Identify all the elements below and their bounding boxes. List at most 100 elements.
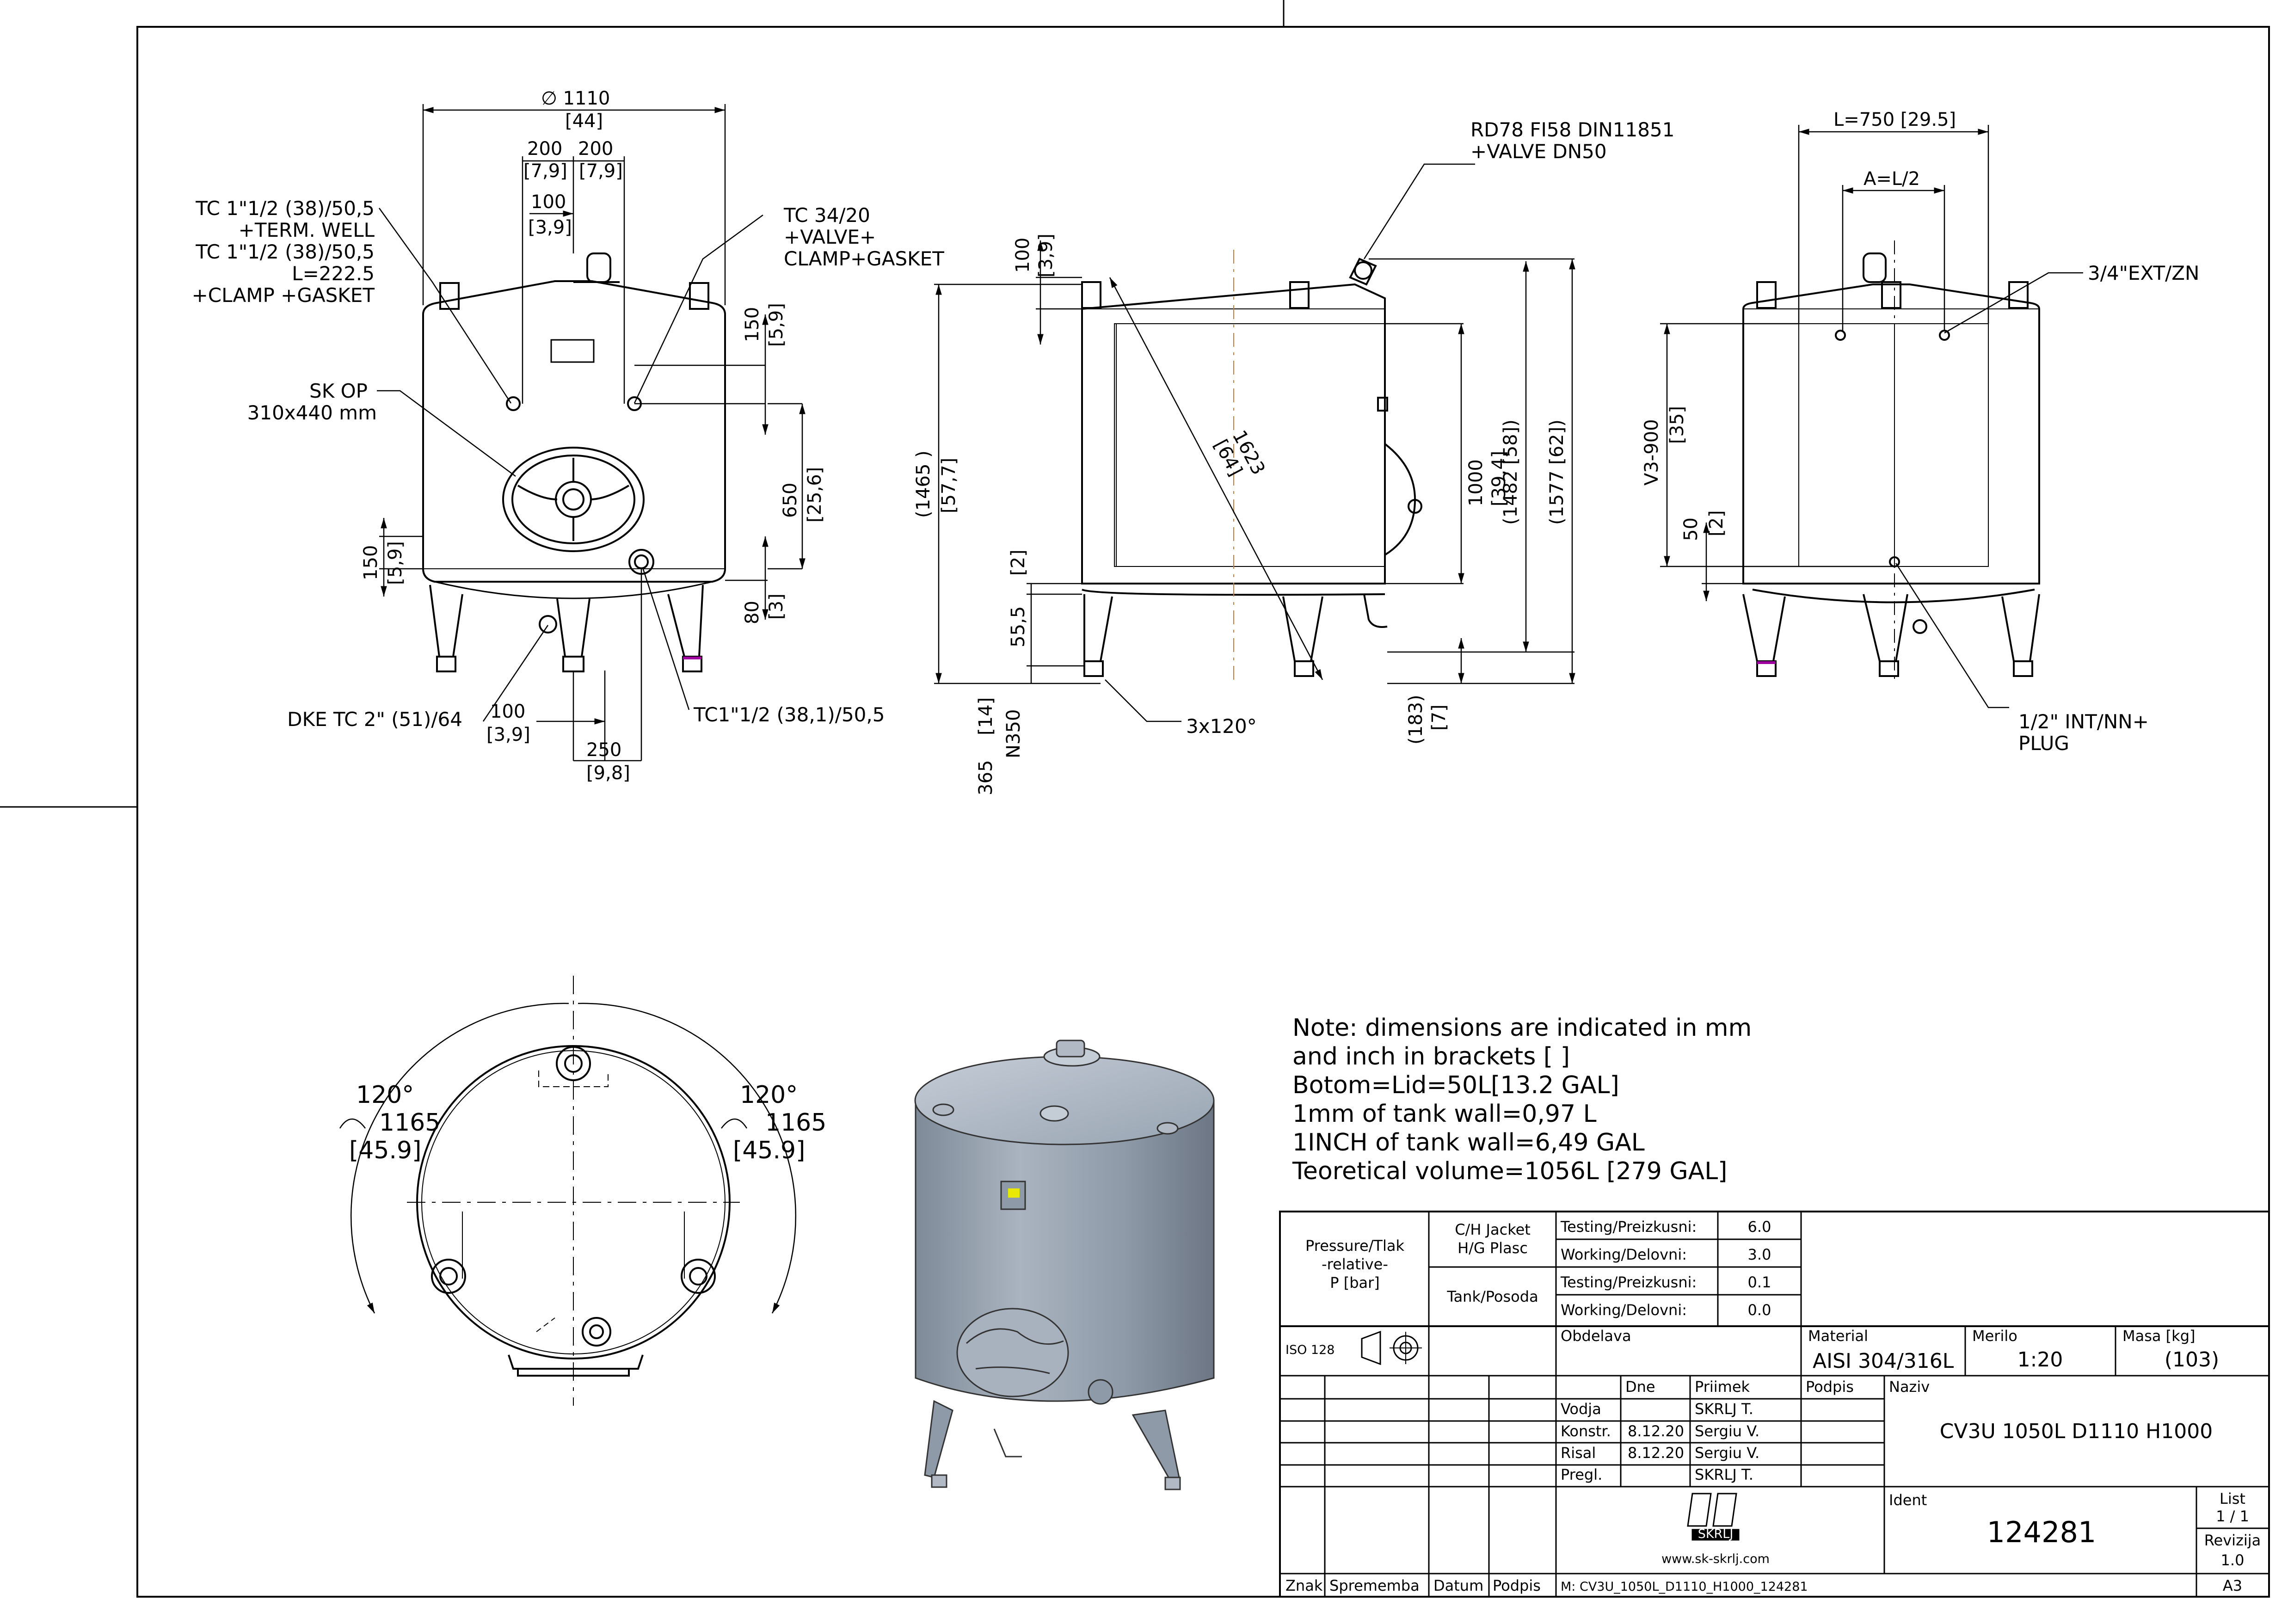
masa-value: (103): [2165, 1348, 2219, 1372]
svg-text:L=222.5: L=222.5: [292, 262, 375, 285]
material-label: Material: [1808, 1327, 1868, 1345]
dim-diameter-inch: [44]: [565, 111, 603, 132]
callout-plug-int: 1/2" INT/NN+: [2018, 710, 2149, 733]
merilo-label: Merilo: [1972, 1327, 2017, 1345]
top-view: [339, 976, 796, 1406]
material-value: AISI 304/316L: [1813, 1349, 1954, 1373]
svg-text:Botom=Lid=50L[13.2 GAL]: Botom=Lid=50L[13.2 GAL]: [1292, 1071, 1619, 1099]
dim-v3-900-inch: [35]: [1667, 406, 1688, 444]
row-working-tank: Working/Delovni:: [1561, 1301, 1687, 1319]
dim-200-right: 200: [578, 138, 613, 160]
dim-200-left-inch: [7,9]: [523, 160, 567, 182]
dim-650-inch: [25,6]: [804, 467, 825, 523]
dim-1000-inch: [39,4]: [1488, 451, 1510, 506]
callout-3x120: 3x120°: [1186, 715, 1257, 738]
callout-plug: PLUG: [2018, 732, 2069, 755]
footer-sprememba: Sprememba: [1329, 1577, 1420, 1594]
angle-120-right: 120°: [740, 1081, 798, 1109]
list-value: 1 / 1: [2216, 1507, 2249, 1525]
callout-valve-dn50: +VALVE DN50: [1470, 140, 1607, 163]
sign-date-konstr: 8.12.20: [1628, 1422, 1684, 1440]
sheet-frame: [0, 0, 2270, 1598]
sign-role-pregl: Pregl.: [1561, 1466, 1602, 1483]
dim-1000: 1000: [1465, 459, 1487, 506]
svg-text:+TERM. WELL: +TERM. WELL: [239, 219, 375, 241]
svg-text:1mm of tank wall=0,97 L: 1mm of tank wall=0,97 L: [1292, 1100, 1597, 1128]
naziv-label: Naziv: [1889, 1378, 1930, 1396]
sign-role-vodja: Vodja: [1561, 1400, 1601, 1418]
dim-150-left-inch: [5,9]: [385, 541, 406, 585]
dim-1482: (1482 [58]): [1500, 419, 1521, 525]
dim-100-top: 100: [531, 191, 566, 213]
pressure-label: Pressure/Tlak: [1305, 1237, 1404, 1255]
website-link[interactable]: www.sk-skrlj.com: [1661, 1552, 1770, 1566]
tank-label: Tank/Posoda: [1446, 1288, 1538, 1305]
revizija-value: 1.0: [2221, 1551, 2245, 1569]
svg-text:310x440 mm: 310x440 mm: [247, 401, 377, 424]
dim-50: 50: [1680, 517, 1702, 541]
footer-podpis: Podpis: [1493, 1577, 1541, 1594]
callout-tc-34: TC 34/20 +VALVE+ CLAMP+GASKET: [783, 204, 944, 270]
svg-text:and inch in brackets [ ]: and inch in brackets [ ]: [1292, 1043, 1570, 1070]
dim-l-750: L=750 [29.5]: [1833, 109, 1956, 130]
col-podpis: Podpis: [1806, 1378, 1854, 1396]
right-view: [1742, 240, 2040, 684]
revizija-label: Revizija: [2204, 1532, 2261, 1549]
dim-50-inch: [2]: [1706, 510, 1727, 536]
footer-znak: Znak: [1285, 1577, 1323, 1594]
dim-150-left: 150: [360, 545, 381, 580]
right-tank-body: [1742, 283, 2040, 584]
iso-projection-icon: [1361, 1330, 1422, 1366]
dim-1577: (1577 [62]): [1546, 419, 1568, 525]
manway-icon: [502, 447, 645, 552]
front-view: [422, 252, 726, 672]
svg-text:CLAMP+GASKET: CLAMP+GASKET: [784, 247, 944, 270]
pressure-unit: P [bar]: [1330, 1274, 1380, 1292]
right-dim-text: L=750 [29.5] A=L/2 V3-900 [35] 50 [2] 3/…: [1641, 109, 2199, 755]
jacket-label: C/H Jacket: [1455, 1221, 1531, 1238]
dim-150-right: 150: [742, 307, 763, 342]
dim-1165-right-inch: [45.9]: [733, 1137, 805, 1164]
ident-value: 124281: [1987, 1515, 2097, 1549]
nameplate-icon: [1008, 1188, 1020, 1198]
callout-sk-op: SK OP 310x440 mm: [247, 380, 377, 424]
title-block: [1279, 1211, 2270, 1598]
top-dim-text: 120° 1165 [45.9] 120° 1165 [45.9]: [349, 1081, 826, 1164]
callout-dke: DKE TC 2" (51)/64: [287, 708, 462, 731]
svg-text:1INCH of tank wall=6,49 GAL: 1INCH of tank wall=6,49 GAL: [1292, 1129, 1645, 1156]
svg-text:TC 1"1/2 (38)/50,5: TC 1"1/2 (38)/50,5: [195, 197, 375, 220]
callout-tc112: TC1"1/2 (38,1)/50,5: [693, 703, 885, 726]
dim-183-inch: [7]: [1428, 704, 1450, 731]
svg-text:+VALVE+: +VALVE+: [784, 226, 876, 248]
model-file: M: CV3U_1050L_D1110_H1000_124281: [1561, 1580, 1808, 1594]
dim-150-right-inch: [5,9]: [766, 303, 787, 347]
dim-183: (183): [1405, 695, 1427, 744]
dim-80-inch: [3]: [766, 593, 787, 620]
dim-55-5: 55,5: [1008, 606, 1029, 647]
front-tank-body: [422, 280, 726, 583]
list-label: List: [2220, 1490, 2245, 1507]
dim-250: 250: [586, 739, 621, 761]
value-testing-jacket: 6.0: [1748, 1218, 1771, 1236]
dim-a-l2: A=L/2: [1863, 168, 1920, 190]
side-dimensions: [934, 163, 1575, 722]
sign-name-risal: Sergiu V.: [1695, 1444, 1759, 1462]
svg-text:Note: dimensions are indicated: Note: dimensions are indicated in mm: [1292, 1014, 1752, 1042]
jacket-label-si: H/G Plasc: [1458, 1239, 1528, 1257]
svg-text:TC 1"1/2 (38)/50,5: TC 1"1/2 (38)/50,5: [195, 240, 375, 263]
dim-250-inch: [9,8]: [586, 763, 630, 784]
dim-100-side: 100: [1012, 238, 1033, 273]
merilo-value: 1:20: [2017, 1348, 2063, 1372]
dim-80: 80: [742, 601, 763, 624]
value-testing-tank: 0.1: [1748, 1273, 1771, 1291]
value-working-jacket: 3.0: [1748, 1246, 1771, 1263]
tank-3d-render: [914, 1040, 1215, 1490]
row-testing-jacket: Testing/Preizkusni:: [1560, 1218, 1697, 1236]
dim-100-top-inch: [3,9]: [528, 217, 572, 238]
naziv-value: CV3U 1050L D1110 H1000: [1940, 1420, 2213, 1443]
sign-name-vodja: SKRLJ T.: [1695, 1400, 1753, 1418]
dim-365-inch: [14]: [975, 697, 996, 735]
dim-diameter: ∅ 1110: [541, 88, 610, 109]
ident-label: Ident: [1889, 1491, 1927, 1509]
